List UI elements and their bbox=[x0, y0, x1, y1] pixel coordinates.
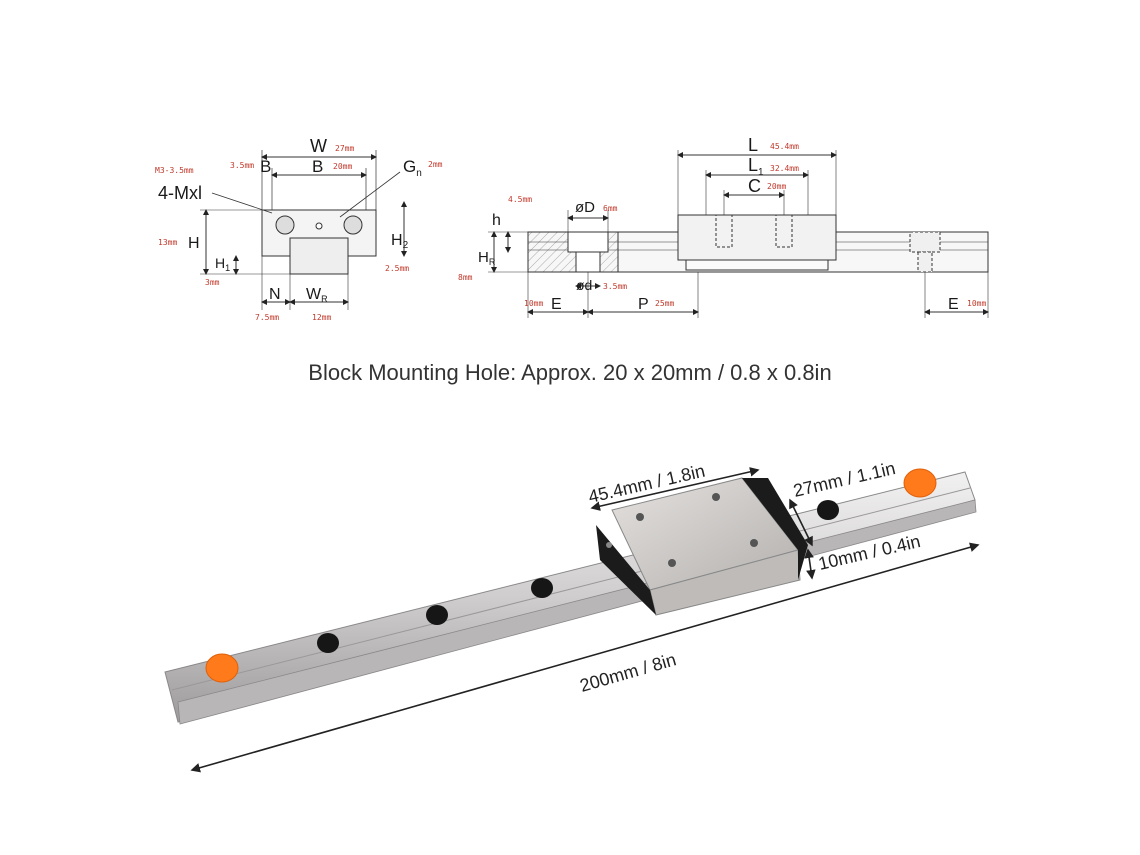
label-C-value: 20mm bbox=[767, 182, 786, 191]
end-cap bbox=[205, 653, 239, 683]
label-M: M3-3.5mm bbox=[155, 166, 194, 175]
label-L: L bbox=[748, 135, 758, 155]
rail-outline bbox=[289, 237, 349, 275]
linear-rail-photo bbox=[164, 468, 977, 725]
label-L-value: 45.4mm bbox=[770, 142, 799, 151]
label-C: C bbox=[748, 176, 761, 196]
label-P-value: 25mm bbox=[655, 299, 674, 308]
label-H2-value: 2.5mm bbox=[385, 264, 409, 273]
label-L1: L1 bbox=[748, 155, 764, 178]
label-d: ød bbox=[576, 277, 592, 293]
label-D: øD bbox=[575, 199, 595, 216]
end-cap bbox=[903, 468, 937, 498]
cross-section-drawing bbox=[200, 150, 407, 310]
label-HR-value: 8mm bbox=[458, 273, 473, 282]
label-H1: H1 bbox=[215, 255, 230, 273]
caption: Block Mounting Hole: Approx. 20 x 20mm /… bbox=[308, 360, 832, 385]
label-4mxl: 4-Mxl bbox=[158, 183, 202, 203]
label-Gn-value: 2mm bbox=[428, 160, 443, 169]
label-E: E bbox=[551, 296, 562, 313]
label-L1-value: 32.4mm bbox=[770, 164, 799, 173]
label-Gn: Gn bbox=[403, 157, 422, 179]
label-h: h bbox=[492, 212, 501, 229]
label-B-inner-value: 20mm bbox=[333, 162, 352, 171]
label-H2: H2 bbox=[391, 232, 409, 251]
label-WR-value: 12mm bbox=[312, 313, 331, 322]
label-E2-value: 10mm bbox=[967, 299, 986, 308]
label-B-outer-value: 3.5mm bbox=[230, 161, 254, 170]
rail-hole bbox=[531, 578, 553, 598]
photo-dimensions bbox=[190, 467, 980, 773]
label-WR: WR bbox=[306, 286, 328, 304]
label-N-value: 7.5mm bbox=[255, 313, 279, 322]
label-HR: HR bbox=[478, 249, 496, 267]
label-N: N bbox=[269, 286, 281, 303]
rail-length-label: 200mm / 8in bbox=[578, 649, 679, 696]
rail-hole bbox=[426, 605, 448, 625]
label-E-value: 10mm bbox=[524, 299, 543, 308]
label-W: W bbox=[310, 136, 327, 156]
label-B-outer: B bbox=[260, 157, 271, 176]
rail-hole bbox=[817, 500, 839, 520]
label-H1-value: 3mm bbox=[205, 278, 220, 287]
label-E2: E bbox=[948, 296, 959, 313]
label-P: P bbox=[638, 296, 649, 313]
label-W-value: 27mm bbox=[335, 144, 354, 153]
side-view-drawing bbox=[488, 150, 989, 318]
label-B-inner: B bbox=[312, 157, 323, 176]
rail-hole bbox=[317, 633, 339, 653]
label-d-value: 3.5mm bbox=[603, 282, 627, 291]
label-H: H bbox=[188, 235, 200, 252]
label-H-value: 13mm bbox=[158, 238, 177, 247]
label-h-value: 4.5mm bbox=[508, 195, 532, 204]
label-D-value: 6mm bbox=[603, 204, 618, 213]
